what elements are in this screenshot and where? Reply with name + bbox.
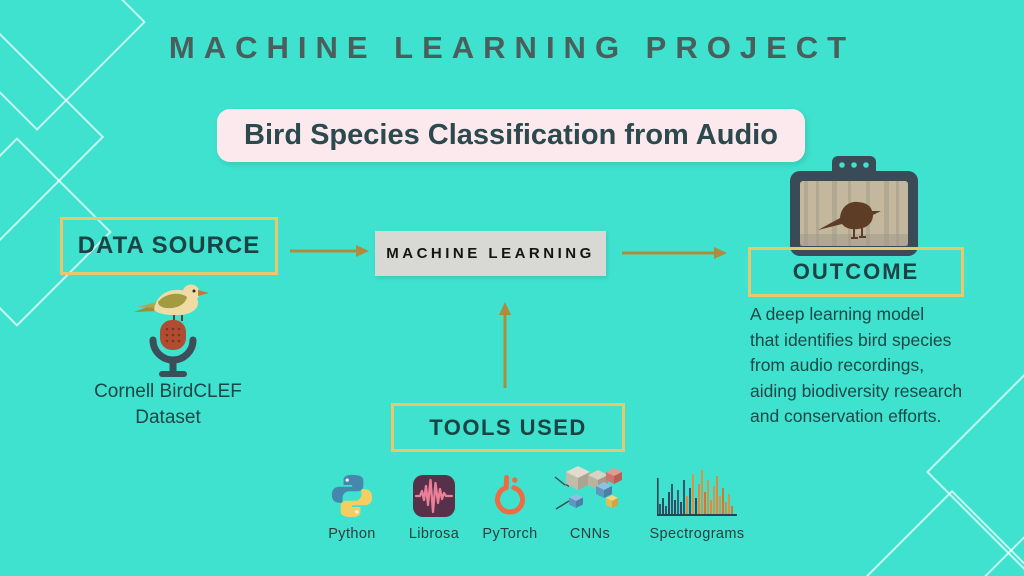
tool-item-librosa: Librosa	[389, 462, 479, 542]
outcome-box: OUTCOME	[748, 247, 964, 297]
data-source-box: DATA SOURCE	[60, 217, 278, 275]
subtitle-banner: Bird Species Classification from Audio	[217, 109, 805, 162]
outcome-description-line: aiding biodiversity research	[750, 380, 963, 401]
outcome-description-line: from audio recordings,	[750, 355, 925, 375]
data-source-caption: Cornell BirdCLEF Dataset	[58, 379, 278, 431]
cnn-cubes-icon	[554, 466, 622, 510]
subtitle-text: Bird Species Classification from Audio	[244, 119, 778, 151]
tools-used-label: TOOLS USED	[429, 414, 587, 440]
bird-on-microphone-icon	[134, 284, 209, 377]
outcome-label: OUTCOME	[792, 259, 920, 284]
tool-label: Python	[328, 526, 376, 542]
caption-line: Cornell BirdCLEF	[94, 381, 242, 402]
spectrogram-icon	[657, 470, 737, 516]
caption-line: Dataset	[135, 407, 201, 428]
tool-item-python: Python	[307, 462, 397, 542]
page-title: MACHINE LEARNING PROJECT	[168, 30, 856, 65]
tools-used-box: TOOLS USED	[391, 403, 625, 452]
tool-item-cnns: CNNs	[540, 462, 640, 542]
tool-label: Librosa	[408, 526, 460, 542]
tool-item-pytorch: PyTorch	[465, 462, 555, 542]
arrow-right-icon	[622, 247, 727, 259]
outcome-description: A deep learning model that identifies bi…	[750, 302, 1006, 430]
pytorch-icon	[495, 475, 525, 515]
tool-label: CNNs	[569, 526, 611, 542]
machine-learning-label: MACHINE LEARNING	[386, 245, 595, 262]
python-icon	[331, 474, 373, 518]
data-source-label: DATA SOURCE	[77, 232, 261, 259]
machine-learning-box: MACHINE LEARNING	[375, 231, 606, 276]
arrow-right-icon	[290, 245, 369, 257]
outcome-description-line: that identifies bird species	[750, 329, 952, 350]
arrow-up-icon	[499, 302, 511, 388]
librosa-icon	[413, 475, 455, 517]
tool-label: PyTorch	[482, 526, 538, 542]
tool-label: Spectrograms	[649, 526, 745, 542]
outcome-description-line: and conservation efforts.	[750, 406, 942, 426]
tool-item-spectrograms: Spectrograms	[632, 462, 762, 542]
outcome-description-line: A deep learning model	[750, 304, 925, 324]
bird-monitor-icon	[790, 156, 918, 256]
